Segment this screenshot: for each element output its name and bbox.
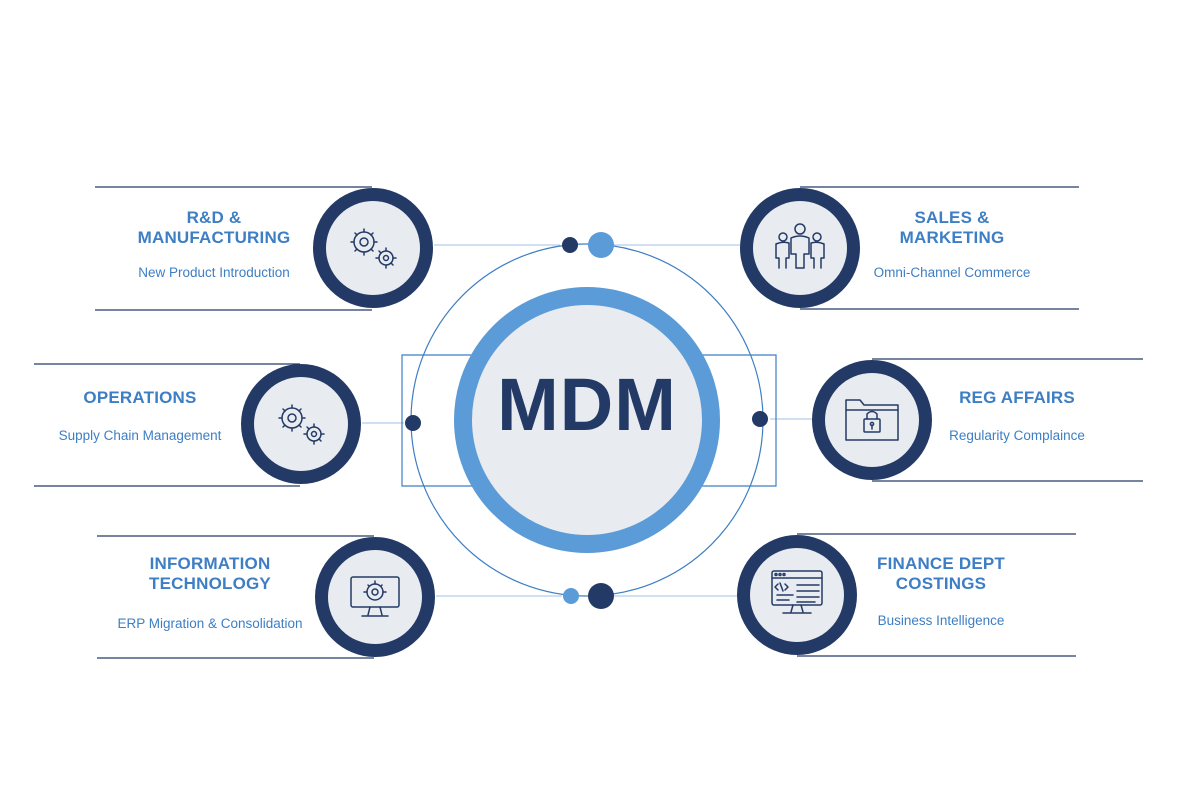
node-title-line: OPERATIONS <box>83 388 197 407</box>
node-title: SALES & MARKETING <box>842 208 1062 248</box>
node-title-line: MANUFACTURING <box>137 228 291 247</box>
node-title: FINANCE DEPT COSTINGS <box>831 554 1051 594</box>
orbit-dot <box>588 232 614 258</box>
center-circle-ring <box>454 287 720 553</box>
node-title: R&D & MANUFACTURING <box>104 208 324 248</box>
node-title-line: SALES & <box>914 208 990 227</box>
node-subtitle: Regularity Complaince <box>949 428 1085 443</box>
node-circle-ops <box>241 364 361 484</box>
node-subtitle: Omni-Channel Commerce <box>873 265 1031 280</box>
node-subtitle: New Product Introduction <box>138 265 290 280</box>
node-reg: REG AFFAIRS Regularity Complaince <box>907 388 1127 445</box>
code-window-icon <box>771 570 823 614</box>
center-label: MDM <box>497 363 677 446</box>
node-subtitle: ERP Migration & Consolidation <box>117 616 303 631</box>
node-subtitle: Business Intelligence <box>877 613 1005 628</box>
node-circle-sales <box>740 188 860 308</box>
node-title-line: MARKETING <box>899 228 1005 247</box>
orbit-dot <box>563 588 579 604</box>
gears-icon <box>350 228 397 269</box>
node-circle-reg <box>812 360 932 480</box>
monitor-gear-icon <box>350 576 400 617</box>
node-fin: FINANCE DEPT COSTINGS Business Intellige… <box>831 554 1051 630</box>
people-icon <box>775 223 825 269</box>
bracket-frame <box>401 354 777 487</box>
node-circle-rd <box>313 188 433 308</box>
node-title-line: INFORMATION <box>149 554 271 573</box>
node-it: INFORMATION TECHNOLOGY ERP Migration & C… <box>100 554 320 633</box>
node-title-line: R&D & <box>186 208 242 227</box>
node-title-line: FINANCE DEPT <box>876 554 1006 573</box>
gears-icon <box>278 404 325 445</box>
node-title-line: REG AFFAIRS <box>959 388 1075 407</box>
orbit-dot <box>752 411 768 427</box>
node-sales: SALES & MARKETING Omni-Channel Commerce <box>842 208 1062 282</box>
node-title-line: COSTINGS <box>895 574 987 593</box>
node-title: INFORMATION TECHNOLOGY <box>100 554 320 594</box>
orbit-dot <box>588 583 614 609</box>
node-ops: OPERATIONS Supply Chain Management <box>30 388 250 445</box>
node-title: REG AFFAIRS <box>907 388 1127 408</box>
node-title: OPERATIONS <box>30 388 250 408</box>
node-subtitle: Supply Chain Management <box>58 428 222 443</box>
folder-lock-icon <box>845 399 899 441</box>
node-circle-it <box>315 537 435 657</box>
node-title-line: TECHNOLOGY <box>149 574 271 593</box>
orbit-dot <box>405 415 421 431</box>
orbit-dot <box>562 237 578 253</box>
node-rd: R&D & MANUFACTURING New Product Introduc… <box>104 208 324 282</box>
